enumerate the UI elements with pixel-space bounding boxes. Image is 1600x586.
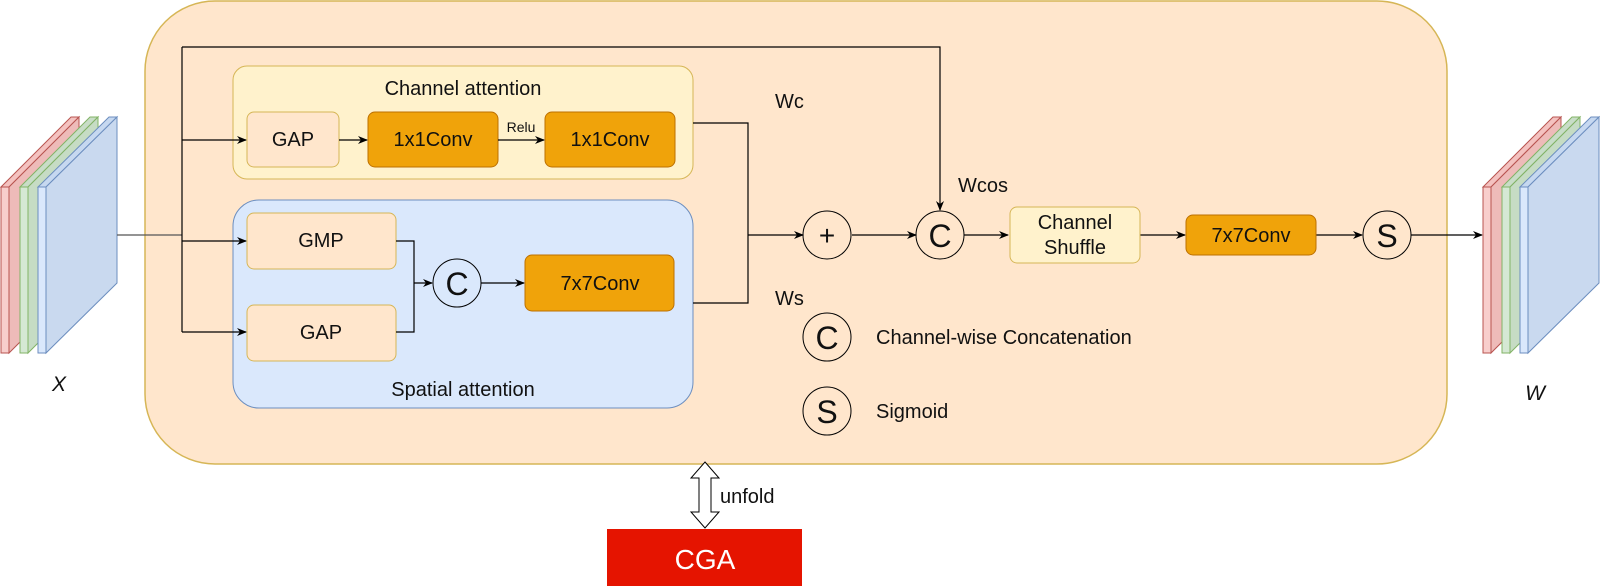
- sa-concat-symbol: C: [445, 266, 468, 302]
- ca-conv2-label: 1x1Conv: [571, 129, 650, 151]
- wc-label: Wc: [775, 91, 804, 113]
- sa-gap-block: [246, 304, 397, 362]
- sigmoid-symbol: S: [1376, 218, 1397, 254]
- sa-gmp-label: GMP: [298, 230, 344, 252]
- channel-shuffle-label-line2: Shuffle: [1044, 237, 1106, 259]
- sa-conv-label: 7x7Conv: [561, 273, 640, 295]
- legend-sigmoid-symbol: S: [816, 394, 837, 430]
- channel-shuffle-block: [1009, 206, 1141, 264]
- cga-label: CGA: [675, 544, 736, 575]
- ca-conv1-label: 1x1Conv: [394, 129, 473, 151]
- sa-gap-label: GAP: [300, 322, 342, 344]
- wcos-label: Wcos: [958, 175, 1008, 197]
- channel-shuffle-label-line1: Channel: [1038, 212, 1113, 234]
- ca-conv2-block: [544, 111, 676, 168]
- sa-conv-block: [524, 254, 675, 312]
- ws-label: Ws: [775, 288, 804, 310]
- connectors: [117, 46, 1483, 336]
- final-conv-label: 7x7Conv: [1212, 225, 1291, 247]
- input-label: X: [51, 373, 67, 396]
- add-node: [802, 210, 852, 260]
- legend-concat-icon: [802, 312, 852, 362]
- final-conv-block: [1185, 214, 1317, 256]
- output-feature-map: [1481, 115, 1600, 355]
- ca-gap-label: GAP: [272, 129, 314, 151]
- concat-node: [915, 210, 965, 260]
- legend-concat-symbol: C: [815, 320, 838, 356]
- legend: C Channel-wise Concatenation S Sigmoid: [802, 312, 1132, 436]
- channel-attention-title: Channel attention: [385, 78, 542, 100]
- legend-sigmoid-text: Sigmoid: [876, 401, 948, 423]
- input-layer-blue: [36, 115, 119, 355]
- unfold-label: unfold: [720, 486, 775, 508]
- sigmoid-node: [1362, 210, 1412, 260]
- relu-label: Relu: [507, 119, 536, 135]
- unfold-double-arrow-icon: [689, 461, 721, 529]
- output-layer-blue: [1518, 115, 1600, 355]
- concat-symbol: C: [928, 218, 951, 254]
- input-feature-map: [0, 115, 119, 355]
- legend-sigmoid-icon: [802, 386, 852, 436]
- legend-concat-text: Channel-wise Concatenation: [876, 327, 1132, 349]
- add-symbol: +: [819, 220, 835, 251]
- spatial-attention-title: Spatial attention: [391, 379, 534, 401]
- output-label: W: [1525, 382, 1547, 405]
- cga-block: [607, 529, 802, 586]
